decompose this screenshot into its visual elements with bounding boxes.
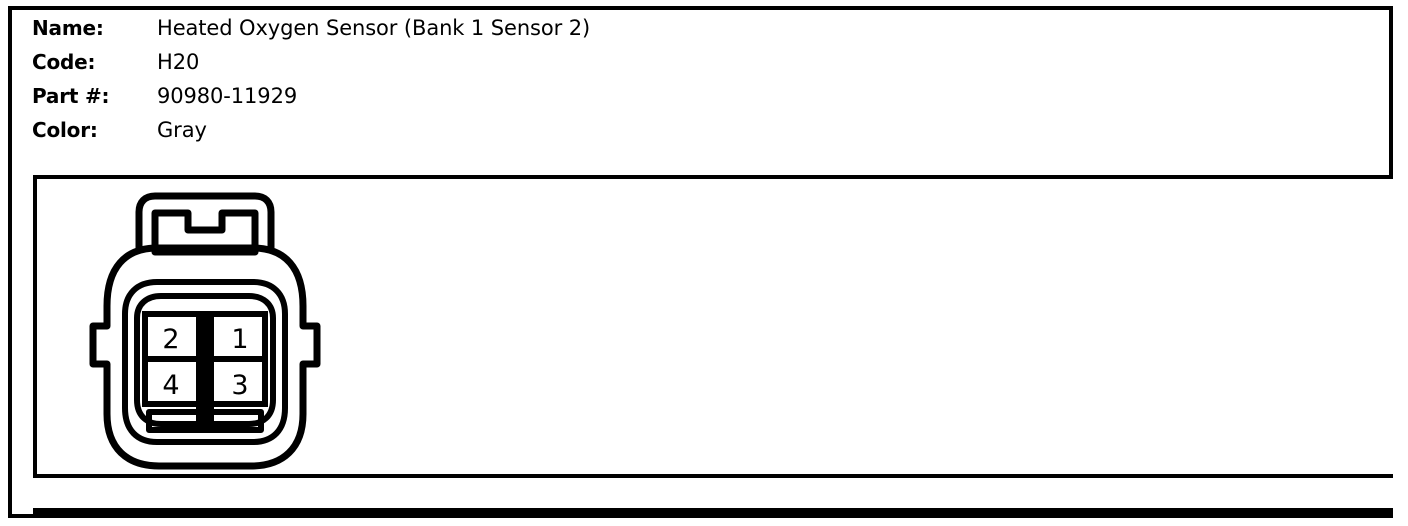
pin-label-2: 2 <box>162 324 179 355</box>
info-value-name: Heated Oxygen Sensor (Bank 1 Sensor 2) <box>157 16 591 40</box>
info-label-part-number: Part #: <box>32 84 110 108</box>
info-row-part-number: Part #: 90980-11929 <box>32 84 1232 118</box>
connector-bottom-bar <box>146 409 264 433</box>
footer-bar <box>33 508 1393 517</box>
info-value-part-number: 90980-11929 <box>157 84 298 108</box>
info-block: Name: Heated Oxygen Sensor (Bank 1 Sensor… <box>32 16 1232 152</box>
footer-strip <box>33 478 1393 510</box>
info-value-code: H20 <box>157 50 200 74</box>
diagram-panel: 2 1 4 3 <box>33 175 1393 478</box>
connector-latch-outer <box>135 192 275 252</box>
info-row-color: Color: Gray <box>32 118 1232 152</box>
connector-outer-shell <box>89 244 321 470</box>
connector-inner-ring-1 <box>122 279 288 445</box>
pin-label-1: 1 <box>231 324 248 355</box>
info-row-name: Name: Heated Oxygen Sensor (Bank 1 Sensor… <box>32 16 1232 50</box>
info-label-code: Code: <box>32 50 96 74</box>
pin-label-4: 4 <box>162 370 179 401</box>
pin-label-3: 3 <box>231 370 248 401</box>
connector-latch-inner <box>151 209 259 256</box>
info-row-code: Code: H20 <box>32 50 1232 84</box>
connector-center-key-bar <box>196 311 214 431</box>
connector-diagram: 2 1 4 3 <box>89 192 321 470</box>
info-label-name: Name: <box>32 16 104 40</box>
info-label-color: Color: <box>32 118 98 142</box>
info-value-color: Gray <box>157 118 207 142</box>
